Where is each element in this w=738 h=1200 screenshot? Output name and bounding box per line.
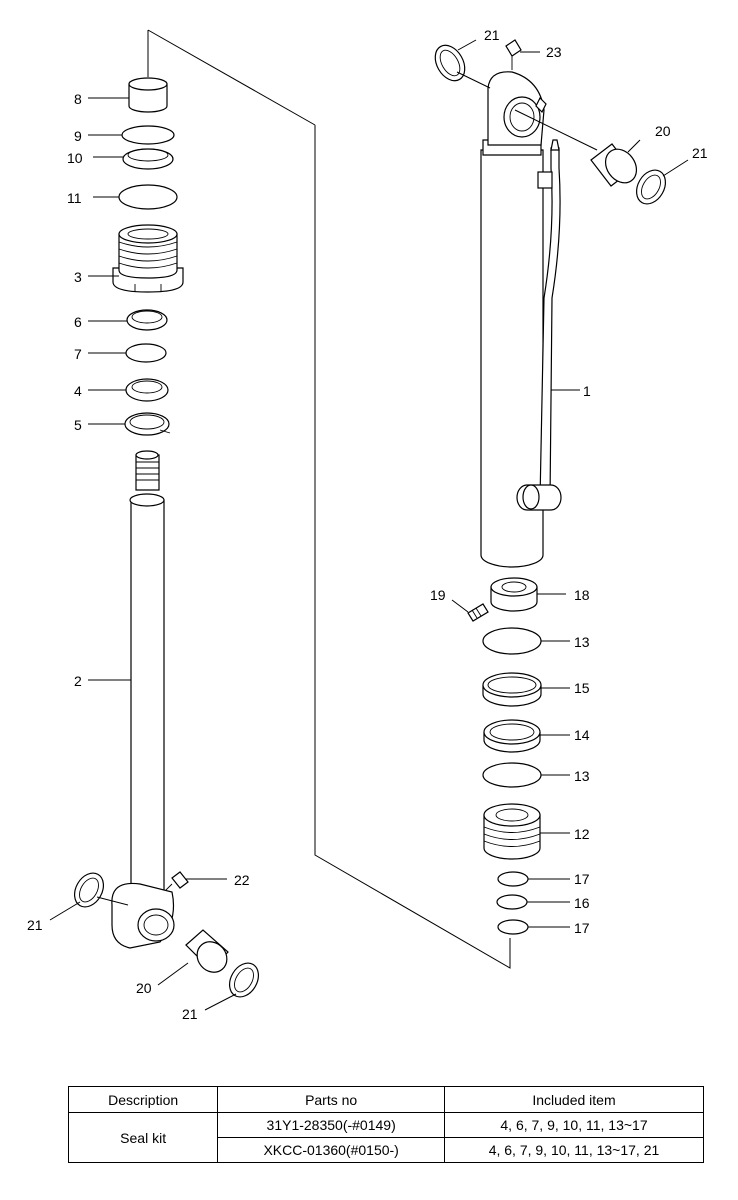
callout-20-rod: 20 xyxy=(136,980,152,996)
part-15-wear-ring xyxy=(482,672,542,707)
callout-20-tube: 20 xyxy=(655,123,671,139)
callout-4: 4 xyxy=(74,383,82,399)
callout-8: 8 xyxy=(74,91,82,107)
part-4-dust-wiper xyxy=(125,378,169,402)
part-13-ring-b xyxy=(482,762,542,788)
part-11-o-ring xyxy=(118,184,178,210)
cell-description: Seal kit xyxy=(67,1112,219,1163)
callout-18: 18 xyxy=(574,587,590,603)
cell-parts-no: 31Y1-28350(-#0149) xyxy=(217,1112,445,1138)
part-17-o-ring-a xyxy=(497,871,529,887)
part-21-dust-seal-rod-b xyxy=(228,962,260,998)
part-22-grease-nipple xyxy=(165,871,189,891)
callout-1: 1 xyxy=(583,383,591,399)
part-12-piston xyxy=(483,803,541,860)
part-7-ring xyxy=(125,343,167,363)
leader-lines xyxy=(49,39,689,1011)
part-6-seal xyxy=(126,309,168,331)
callout-17-b: 17 xyxy=(574,920,590,936)
callout-19: 19 xyxy=(430,587,446,603)
callout-7: 7 xyxy=(74,346,82,362)
callout-2: 2 xyxy=(74,673,82,689)
header-parts-no: Parts no xyxy=(217,1086,445,1113)
part-19-set-screw xyxy=(467,603,489,622)
part-5-retaining-ring xyxy=(124,412,171,436)
part-18-nut xyxy=(490,577,538,612)
callout-17-a: 17 xyxy=(574,871,590,887)
header-included-item: Included item xyxy=(444,1086,704,1113)
callout-5: 5 xyxy=(74,417,82,433)
callout-21-rod-b: 21 xyxy=(182,1006,198,1022)
callout-22: 22 xyxy=(234,872,250,888)
callout-21-tube-a: 21 xyxy=(484,27,500,43)
callout-23: 23 xyxy=(546,44,562,60)
callout-3: 3 xyxy=(74,269,82,285)
part-2-piston-rod xyxy=(111,450,175,949)
part-21-dust-seal-tube-b xyxy=(635,169,667,205)
callout-6: 6 xyxy=(74,314,82,330)
part-1-cylinder-tube xyxy=(480,71,562,568)
exploded-parts-diagram: 8 9 10 11 3 6 7 4 5 2 22 21 20 21 21 23 … xyxy=(27,27,708,1022)
callout-11: 11 xyxy=(67,190,82,206)
callout-10: 10 xyxy=(67,150,83,166)
part-20-bushing-tube xyxy=(590,143,638,187)
table-row: XKCC-01360(#0150-) 4, 6, 7, 9, 10, 11, 1… xyxy=(69,1137,704,1163)
callout-13-b: 13 xyxy=(574,768,590,784)
part-17-o-ring-b xyxy=(497,919,529,935)
header-description: Description xyxy=(67,1086,219,1113)
table-header-row: Description Parts no Included item xyxy=(67,1086,704,1113)
part-3-rod-cover xyxy=(112,224,184,293)
callout-16: 16 xyxy=(574,895,590,911)
cell-included: 4, 6, 7, 9, 10, 11, 13~17, 21 xyxy=(444,1137,704,1163)
callout-21-rod-a: 21 xyxy=(27,917,43,933)
part-23-grease-nipple xyxy=(505,39,522,70)
part-20-bushing-rod xyxy=(185,929,229,973)
callout-12: 12 xyxy=(574,826,590,842)
seal-kit-table: Description Parts no Included item Seal … xyxy=(67,1086,704,1163)
part-8-bushing xyxy=(128,77,168,113)
part-21-dust-seal-rod-a xyxy=(73,872,105,908)
cell-parts-no: XKCC-01360(#0150-) xyxy=(217,1137,445,1163)
callout-9: 9 xyxy=(74,128,82,144)
part-16-ring xyxy=(496,894,528,910)
part-14-piston-seal xyxy=(483,719,541,753)
part-13-ring-a xyxy=(482,627,542,655)
part-9-ring xyxy=(121,125,175,145)
cell-included: 4, 6, 7, 9, 10, 11, 13~17 xyxy=(444,1112,704,1138)
callout-15: 15 xyxy=(574,680,590,696)
callout-13-a: 13 xyxy=(574,634,590,650)
callout-21-tube-b: 21 xyxy=(692,145,708,161)
callout-14: 14 xyxy=(574,727,590,743)
part-10-seal xyxy=(122,148,174,170)
table-row: Seal kit 31Y1-28350(-#0149) 4, 6, 7, 9, … xyxy=(67,1112,704,1163)
